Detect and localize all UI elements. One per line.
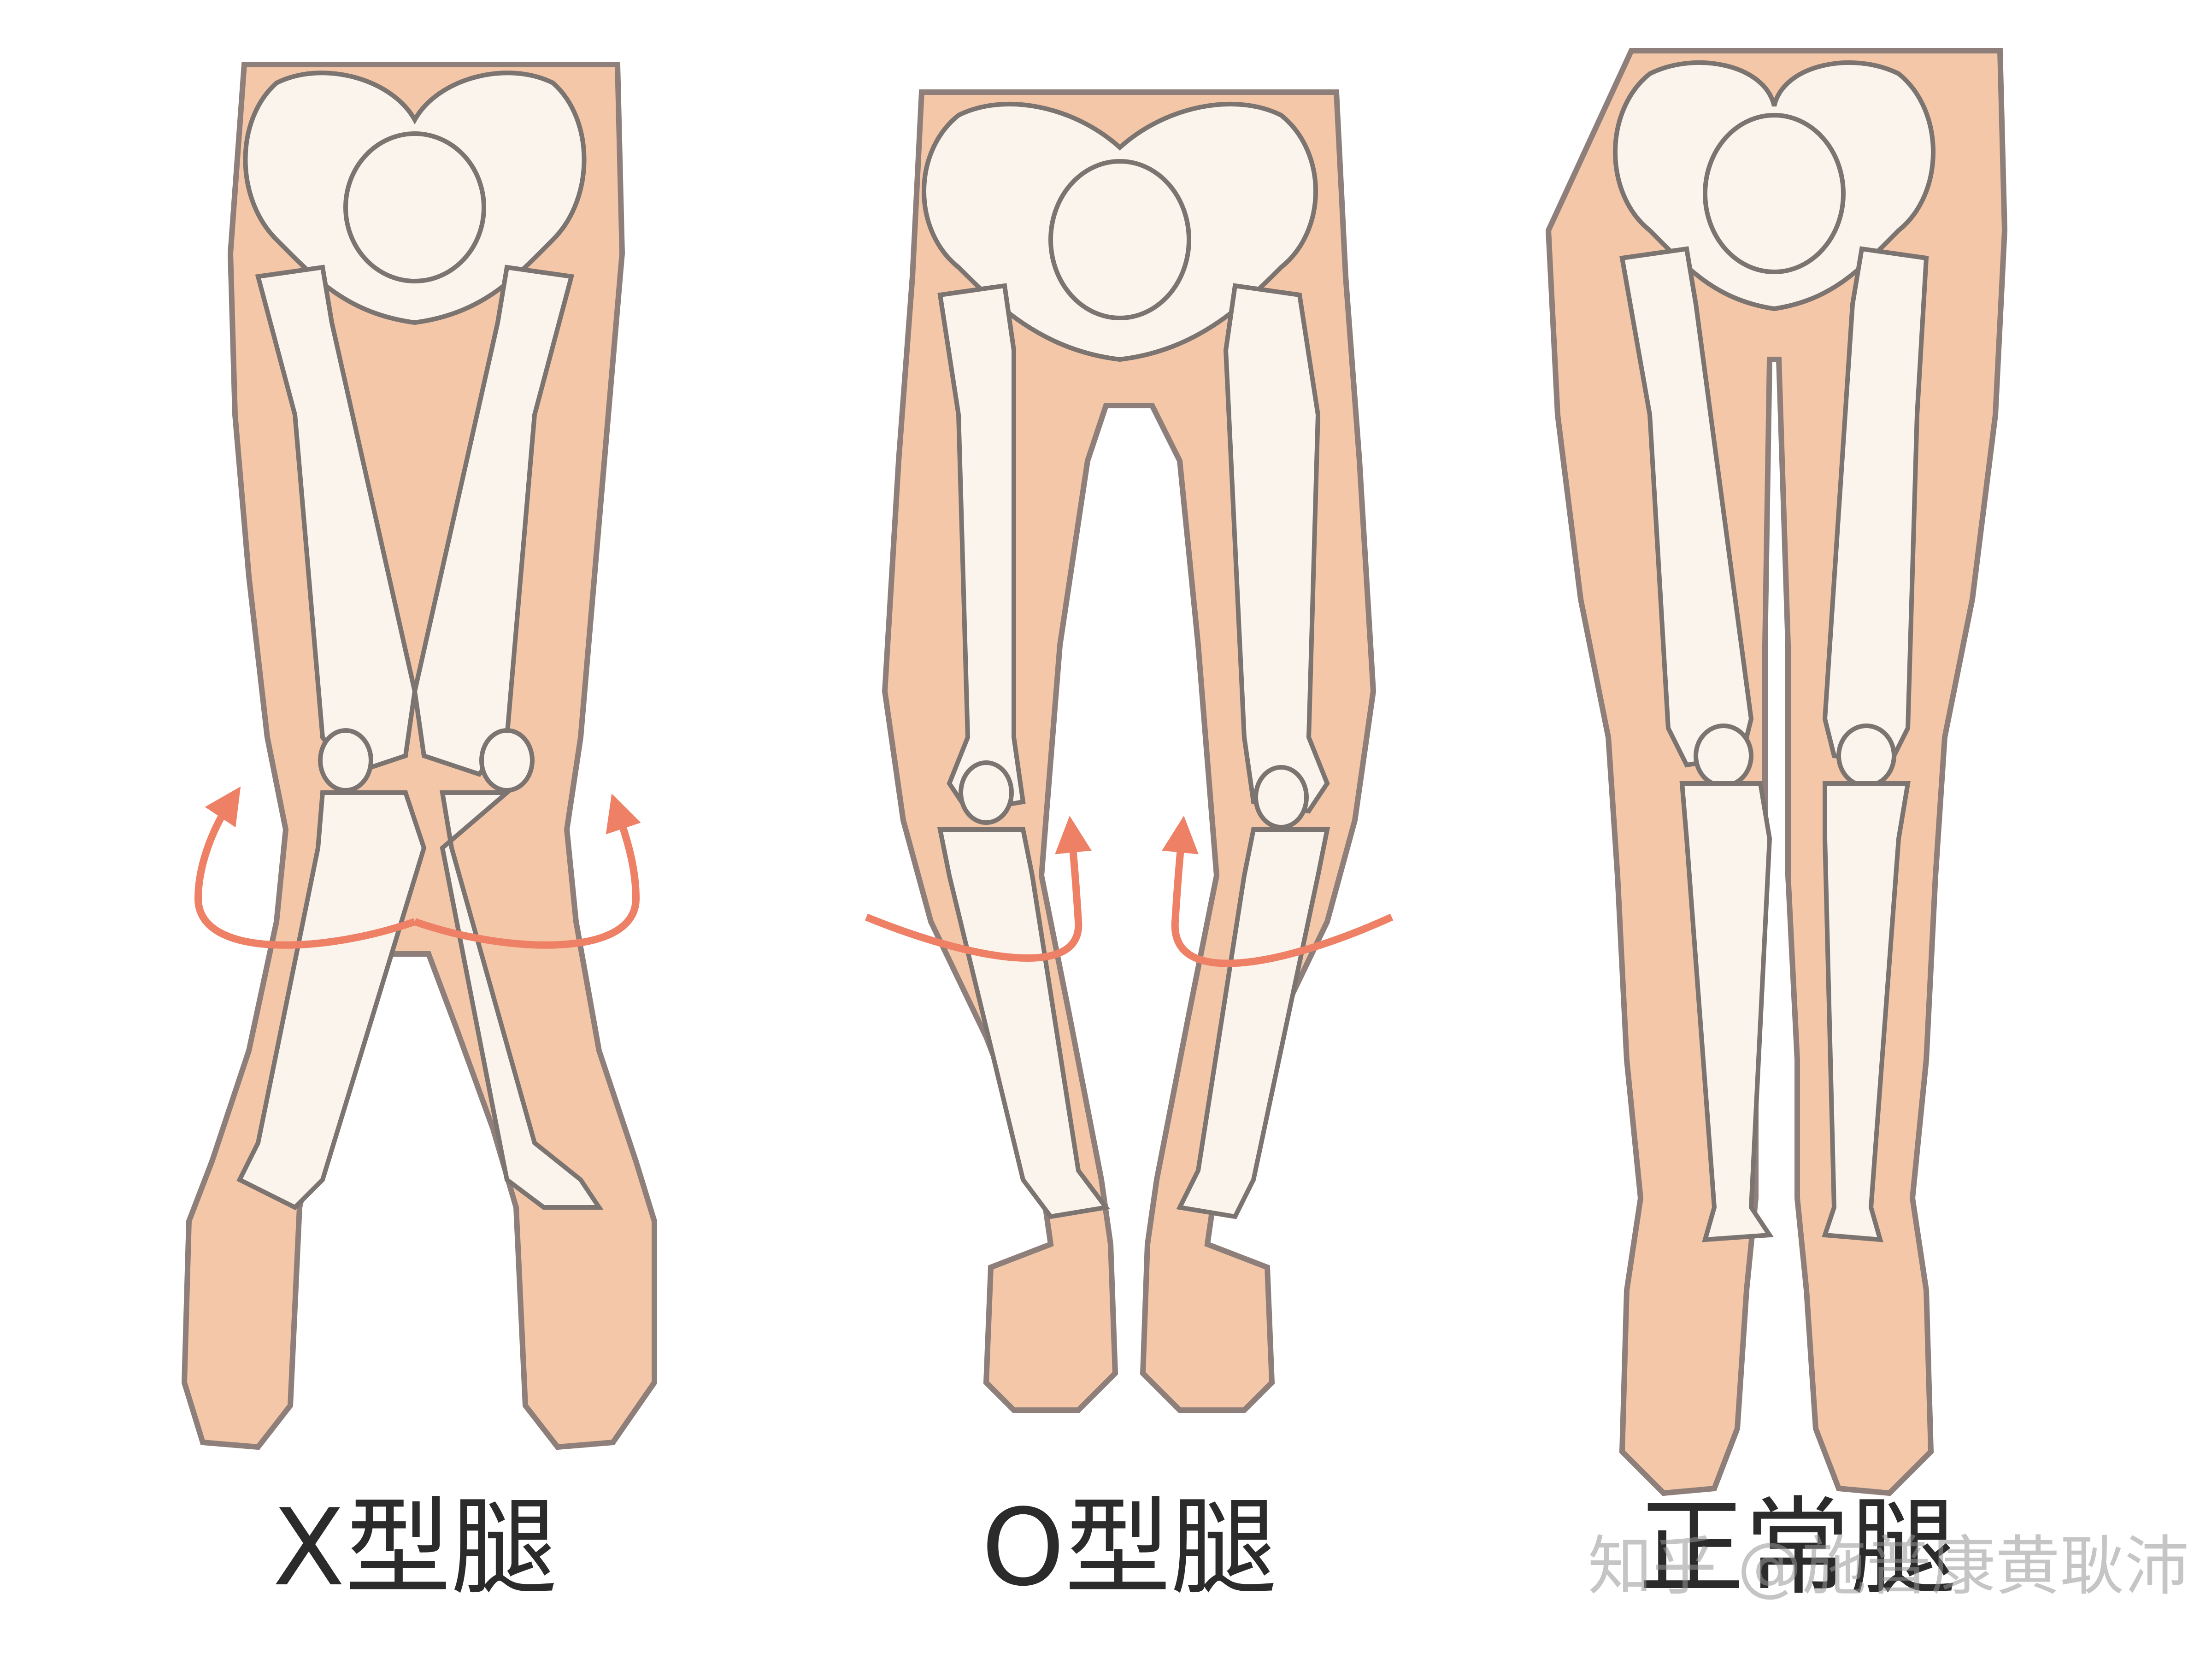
watermark: 知乎 @施普康黄耿沛 [1588,1529,2189,1604]
x-right-kneecap [479,728,535,793]
normal-left-kneecap [1694,724,1753,788]
x-pelvis-inlet [343,131,486,283]
normal-right-femur [1822,246,1929,768]
x-left-rotation-arrow [194,786,416,949]
normal-legs-label: 正常腿 [1638,1487,1956,1610]
o-right-kneecap [1253,765,1309,830]
o-left-rotation-arrow [865,816,1092,962]
o-left-kneecap [959,760,1014,825]
normal-left-tibia [1679,781,1774,1242]
normal-pelvis-inlet [1703,113,1846,274]
normal-right-kneecap [1836,724,1896,788]
x-right-femur [412,265,575,777]
x-right-rotation-arrow [413,794,641,949]
o-legs-figure [865,89,1394,1413]
normal-right-tibia [1822,781,1911,1242]
normal-legs-figure [1545,48,2008,1496]
o-right-tibia [1176,827,1330,1219]
x-left-femur [255,265,418,777]
x-legs-label: X型腿 [272,1487,557,1610]
o-left-tibia [937,827,1110,1219]
o-right-rotation-arrow [1162,816,1394,967]
o-legs-label: O型腿 [981,1487,1277,1610]
x-legs-figure [181,62,657,1450]
x-left-kneecap [318,728,373,793]
o-pelvis-inlet [1048,159,1191,320]
x-right-tibia [440,790,604,1210]
